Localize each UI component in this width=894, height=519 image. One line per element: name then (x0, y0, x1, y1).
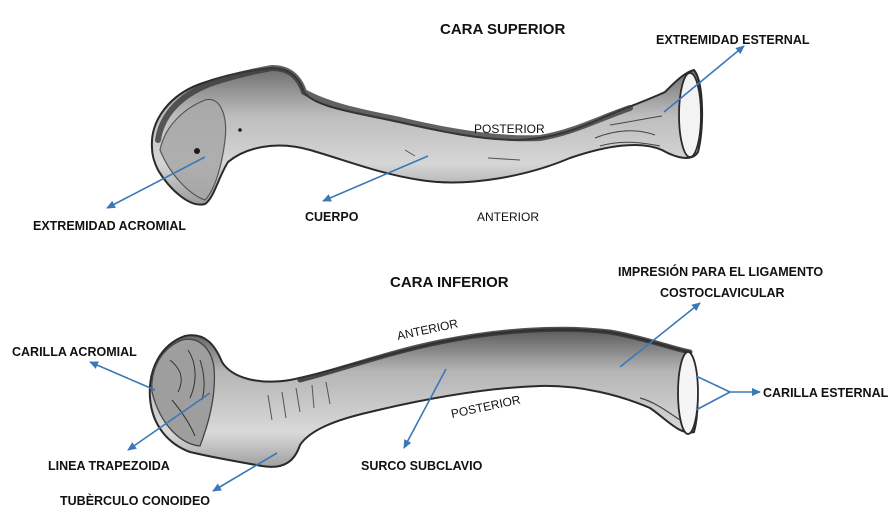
top-clavicle-illustration (150, 64, 704, 206)
label-top-posterior: POSTERIOR (474, 122, 545, 136)
arrow-body (322, 155, 429, 202)
labels: CARA SUPERIOR EXTREMIDAD ESTERNAL POSTER… (12, 21, 889, 508)
top-sternal-facet (678, 72, 702, 158)
arrow-acromial-end (106, 156, 206, 209)
label-trapezoid-line: LINEA TRAPEZOIDA (48, 459, 170, 473)
arrow-subclavian-groove (403, 368, 447, 449)
bottom-trapezoid-texture (267, 381, 331, 421)
label-sternal-facet: CARILLA ESTERNAL (763, 386, 889, 400)
top-view-title: CARA SUPERIOR (440, 21, 565, 38)
arrow-acromial-facet (89, 361, 156, 391)
bottom-sternal-facet (677, 351, 699, 435)
bottom-sternal-shadow (639, 397, 681, 421)
arrow-costoclavicular (619, 302, 701, 368)
arrow-sternal-facet-a (695, 375, 731, 393)
top-acromial-facet (159, 98, 227, 201)
arrow-conoid-tubercle (212, 452, 278, 492)
arrow-trapezoid-line (127, 392, 211, 451)
top-body-texture (404, 149, 521, 161)
label-acromial-end: EXTREMIDAD ACROMIAL (33, 219, 186, 233)
top-sternal-texture (594, 115, 663, 147)
label-top-anterior: ANTERIOR (477, 210, 539, 224)
label-body: CUERPO (305, 210, 359, 224)
bottom-clavicle-rim (297, 326, 693, 383)
bottom-acromial-facet (151, 338, 216, 447)
arrow-sternal-facet-b (695, 391, 731, 411)
top-foramen-dot (194, 148, 200, 154)
bottom-clavicle-illustration (148, 326, 699, 468)
bottom-clavicle-shape (148, 328, 699, 468)
bottom-view-title: CARA INFERIOR (390, 274, 509, 291)
bottom-acromial-texture (169, 349, 205, 437)
label-conoid-tubercle: TUBÈRCULO CONOIDEO (60, 493, 210, 508)
arrow-sternal-end (663, 45, 745, 113)
label-sternal-end: EXTREMIDAD ESTERNAL (656, 33, 810, 47)
label-ligament-line1: IMPRESIÓN PARA EL LIGAMENTO (618, 264, 823, 279)
top-foramen-dot-2 (238, 128, 242, 132)
label-bottom-posterior: POSTERIOR (450, 392, 522, 420)
annotation-arrows (89, 45, 761, 492)
top-clavicle-rim (155, 64, 633, 143)
label-acromial-facet: CARILLA ACROMIAL (12, 345, 137, 359)
label-subclavian-groove: SURCO SUBCLAVIO (361, 459, 483, 473)
label-ligament-line2: COSTOCLAVICULAR (660, 286, 785, 300)
top-clavicle-shape (150, 66, 704, 206)
